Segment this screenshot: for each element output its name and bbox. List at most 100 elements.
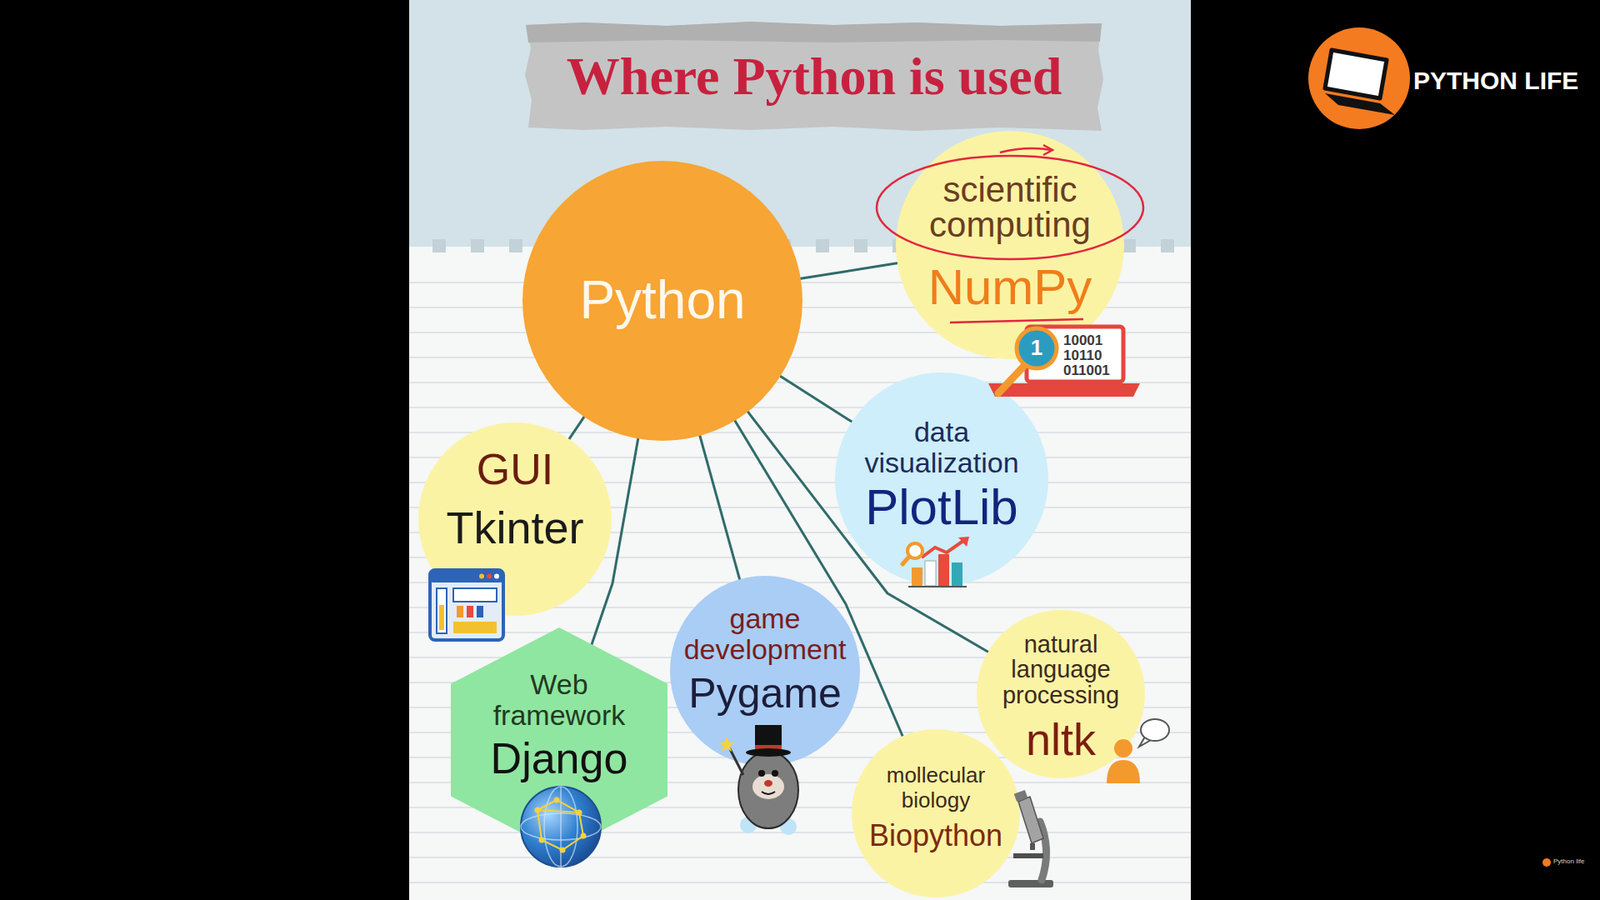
watermark-logo — [1542, 858, 1551, 867]
library-name: Biopython — [869, 820, 1003, 851]
microscope-base — [1008, 880, 1054, 888]
window-button — [494, 574, 500, 580]
field-name: GUI — [476, 447, 554, 491]
hat-band — [755, 745, 782, 750]
numpy-icon — [988, 326, 1140, 397]
window-bar — [456, 605, 464, 618]
field-name: game development — [681, 603, 849, 666]
pygame-mascot — [718, 725, 799, 835]
microscope-icon — [1008, 790, 1054, 888]
chart-bar — [951, 562, 963, 586]
chart-magnifier — [907, 543, 923, 559]
hub-circle: Python — [522, 160, 803, 441]
laptop-base — [988, 383, 1140, 397]
title-banner — [525, 21, 1104, 131]
binary-digits: 10110 — [1063, 348, 1117, 363]
label-box: 011001 — [1063, 363, 1117, 378]
globe — [520, 786, 601, 867]
window-button — [486, 574, 492, 580]
globe-axis — [560, 786, 562, 867]
red-annotation — [876, 145, 1144, 323]
hub-label: Python — [579, 272, 745, 329]
mole-nose — [764, 780, 773, 787]
library-name: Tkinter — [445, 505, 584, 550]
binary-digits: 011001 — [1063, 363, 1117, 378]
field-name: Web framework — [488, 669, 630, 732]
lens-digit: 1 — [1025, 336, 1049, 359]
library-name: PlotLib — [865, 482, 1018, 533]
globe-network — [537, 800, 584, 850]
field-name: mollecular biology — [884, 763, 989, 814]
circle-outline — [851, 729, 1020, 898]
microscope-stage — [1013, 853, 1044, 859]
globe-parallel — [520, 813, 601, 840]
window-icon — [430, 570, 504, 640]
topic-circle: GUI Tkinter — [418, 422, 612, 616]
annotation-ellipse — [876, 155, 1144, 260]
label-box: PYTHON LIFE — [1413, 65, 1599, 96]
annotation-arrow — [1043, 145, 1053, 155]
bubble-tail — [1139, 736, 1153, 747]
circle-fill — [670, 575, 860, 766]
hexagon-fill — [450, 627, 668, 853]
trend-line — [921, 540, 964, 558]
binary-digits: 10001 — [1063, 333, 1117, 348]
person-head — [1114, 739, 1133, 758]
top-hat — [755, 725, 782, 753]
notebook-paper — [409, 246, 1191, 900]
circle-outline — [835, 372, 1049, 586]
logo-laptop-screen — [1325, 50, 1387, 99]
network-dot — [535, 807, 541, 814]
circle-outline — [895, 130, 1125, 360]
window-titlebar — [430, 570, 504, 583]
channel-logo — [1308, 27, 1551, 867]
field-name: natural language processing — [998, 631, 1124, 708]
microscope-arm — [1040, 821, 1047, 880]
connector-line — [700, 435, 740, 580]
connector-line — [780, 375, 853, 422]
network-dot — [560, 847, 566, 854]
library-name: nltk — [1025, 716, 1096, 762]
circle-fill — [418, 422, 612, 616]
channel-name: PYTHON LIFE — [1413, 65, 1599, 96]
library-name: NumPy — [928, 262, 1093, 313]
window-button — [479, 574, 485, 580]
magnifier-lens — [1016, 328, 1057, 369]
microscope-tube — [1018, 796, 1044, 844]
speech-bubble — [1140, 719, 1170, 741]
topic-hexagon: Web frameworkDjango — [450, 627, 668, 853]
window-field — [453, 588, 497, 602]
chart-bar — [911, 567, 923, 586]
panel-top — [409, 0, 1191, 250]
trend-arrow — [958, 536, 970, 547]
topic-circle: natural language processing nltk — [976, 610, 1145, 779]
sparkle-cloud — [740, 816, 757, 834]
chart-icon — [902, 536, 970, 587]
chart-bar — [925, 560, 936, 586]
window-bar — [466, 605, 474, 618]
label-box: 10001 — [1063, 333, 1117, 348]
circle-fill — [976, 610, 1145, 779]
topic-circle: scientific computingNumPy — [895, 130, 1125, 360]
topic-circle: mollecular biologyBiopython — [851, 729, 1020, 898]
network-dot — [554, 797, 560, 804]
window-bar — [476, 605, 484, 618]
logo-laptop-base — [1325, 93, 1395, 115]
paper-rules — [409, 258, 1191, 900]
window-scroll — [439, 605, 445, 630]
library-name: Pygame — [688, 672, 841, 715]
wand-star — [718, 736, 735, 752]
connector-line — [800, 263, 898, 280]
microscope-eyepiece — [1014, 790, 1029, 802]
window-frame — [430, 570, 504, 640]
mole-mouth — [761, 791, 775, 795]
field-name: scientific computing — [926, 172, 1094, 243]
mole-body — [738, 751, 799, 829]
microscope-lens — [1030, 843, 1035, 850]
circle-fill — [522, 160, 803, 441]
logo-disc — [1308, 27, 1410, 130]
label-box: 10110 — [1063, 348, 1117, 363]
